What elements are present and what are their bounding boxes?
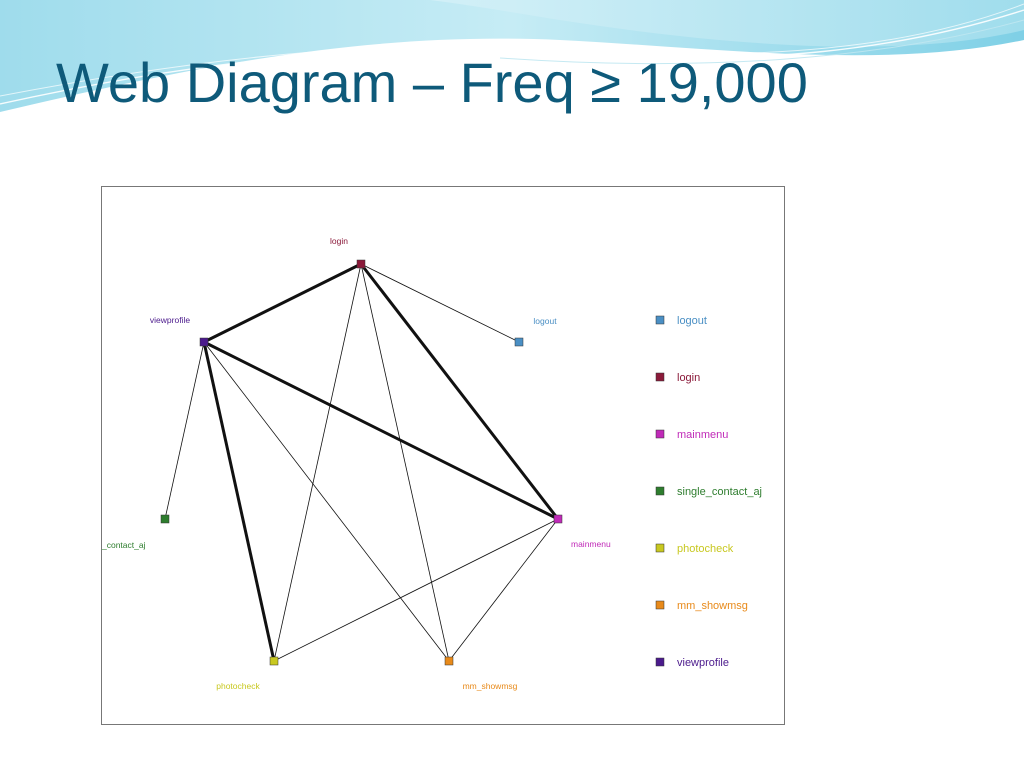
node-marker-mm_showmsg (444, 656, 454, 666)
node-viewprofile: viewprofile (150, 315, 209, 347)
node-marker-login (356, 259, 366, 269)
node-photocheck: photocheck (216, 656, 279, 691)
node-label-viewprofile: viewprofile (150, 315, 190, 325)
legend-item-mainmenu: mainmenu (655, 429, 728, 441)
legend-swatch (655, 486, 665, 496)
legend-swatch (655, 429, 665, 439)
legend-swatch (655, 315, 665, 325)
node-marker-mainmenu (553, 514, 563, 524)
node-logout: logout (514, 316, 557, 347)
legend: logout login mainmenu single_contact_ajphot… (655, 315, 762, 669)
edge-viewprofile-single_contact_aj (164, 341, 205, 520)
node-label-login: login (330, 236, 348, 246)
node-label-mm_showmsg: mm_showmsg (463, 681, 518, 691)
edge-login-mainmenu (359, 263, 560, 520)
edges-layer (164, 262, 560, 662)
legend-label: login (677, 372, 700, 384)
node-marker-single_contact_aj (160, 514, 170, 524)
edge-login-photocheck (273, 263, 362, 662)
edge-mainmenu-photocheck (273, 518, 559, 662)
edge-login-viewprofile (203, 262, 362, 344)
nodes-layer: login logout viewprofile _contact_aj mainmen… (102, 236, 611, 691)
web-diagram: login logout viewprofile _contact_aj mainmen… (101, 186, 785, 725)
edge-login-mm_showmsg (360, 263, 450, 662)
legend-label: logout (677, 315, 707, 327)
node-marker-logout (514, 337, 524, 347)
legend-swatch (655, 372, 665, 382)
legend-label: mm_showmsg (677, 600, 748, 612)
node-label-mainmenu: mainmenu (571, 539, 611, 549)
node-mm_showmsg: mm_showmsg (444, 656, 518, 691)
legend-item-logout: logout (655, 315, 707, 327)
edge-viewprofile-mm_showmsg (203, 341, 450, 662)
legend-label: viewprofile (677, 657, 729, 669)
node-single_contact_aj: _contact_aj (102, 514, 170, 550)
header-wave-decoration (0, 0, 1024, 112)
legend-label: mainmenu (677, 429, 728, 441)
edge-viewprofile-photocheck (202, 341, 276, 662)
legend-item-single-contact-aj: single_contact_aj (655, 486, 762, 498)
legend-swatch (655, 543, 665, 553)
legend-item-viewprofile: viewprofile (655, 657, 729, 669)
edge-viewprofile-mainmenu (203, 340, 559, 521)
slide-title: Web Diagram – Freq ≥ 19,000 (56, 51, 808, 114)
legend-swatch (655, 657, 665, 667)
node-marker-viewprofile (199, 337, 209, 347)
node-login: login (330, 236, 366, 269)
legend-swatch (655, 600, 665, 610)
legend-item-photocheck: photocheck (655, 543, 734, 555)
edge-mainmenu-mm_showmsg (448, 518, 559, 662)
edge-login-logout (360, 263, 520, 343)
legend-item-login: login (655, 372, 700, 384)
legend-label: photocheck (677, 543, 734, 555)
node-label-single_contact_aj: _contact_aj (102, 540, 146, 550)
web-diagram-canvas: login logout viewprofile _contact_aj mainmen… (102, 236, 762, 691)
legend-item-mm-showmsg: mm_showmsg (655, 600, 748, 612)
node-label-logout: logout (533, 316, 557, 326)
node-marker-photocheck (269, 656, 279, 666)
legend-label: single_contact_aj (677, 486, 762, 498)
node-label-photocheck: photocheck (216, 681, 260, 691)
node-mainmenu: mainmenu (553, 514, 611, 549)
